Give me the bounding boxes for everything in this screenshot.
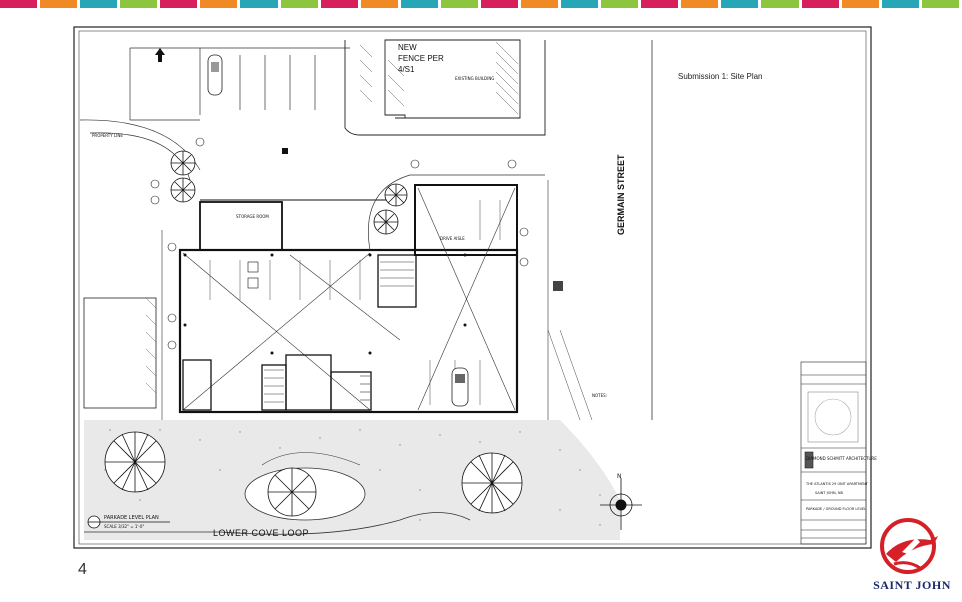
fire-hydrant xyxy=(282,148,288,154)
plan-title-text: PARKADE LEVEL PLAN xyxy=(104,515,159,521)
existing-building-north xyxy=(344,39,546,136)
stripe-segment xyxy=(841,0,879,8)
stripe-segment xyxy=(440,0,478,8)
stripe-segment xyxy=(601,0,639,8)
page-number: 4 xyxy=(78,561,87,578)
stripe-segment xyxy=(360,0,398,8)
parking-slab-diagonals xyxy=(182,187,516,411)
parked-car xyxy=(207,54,223,96)
stripe-segment xyxy=(761,0,799,8)
parkade-footprint xyxy=(178,184,519,414)
tree-north-2 xyxy=(170,177,196,203)
submission-label: Submission 1: Site Plan xyxy=(678,72,763,81)
stripe-segment xyxy=(40,0,78,8)
tree-north-4 xyxy=(373,209,399,235)
stripe-segment xyxy=(921,0,959,8)
stripe-segment xyxy=(400,0,438,8)
stripe-segment xyxy=(521,0,559,8)
stair-hatch xyxy=(264,261,414,403)
tree-center xyxy=(267,467,317,517)
notes-heading: NOTES: xyxy=(592,393,607,398)
stipple-dots xyxy=(104,429,601,531)
stripe-segment xyxy=(641,0,679,8)
utility-pole-box xyxy=(553,281,563,291)
stripe-segment xyxy=(480,0,519,8)
tree-north-1 xyxy=(170,150,196,176)
interior-rooms xyxy=(182,254,417,411)
stripe-segment xyxy=(721,0,759,8)
stripe-segment xyxy=(120,0,158,8)
parking-stall-lines xyxy=(209,200,501,405)
titleblock-sheet: PARKADE / GROUND FLOOR LEVEL xyxy=(806,507,866,511)
north-parking-area xyxy=(79,47,350,181)
stripe-segment xyxy=(0,0,38,8)
stripe-segment xyxy=(801,0,839,8)
stripe-segment xyxy=(240,0,278,8)
drawing-inner-border xyxy=(78,30,867,545)
accessible-parking-icon xyxy=(247,261,259,289)
fence-note: NEW FENCE PER 4/S1 xyxy=(398,42,444,75)
drawing-border xyxy=(73,26,872,549)
tree-symbols xyxy=(104,150,523,517)
title-block xyxy=(800,361,867,545)
north-arrow-entry xyxy=(155,48,165,62)
column-grid xyxy=(183,253,467,355)
color-stripe-bar xyxy=(0,0,962,11)
stripe-segment xyxy=(200,0,238,8)
lower-cove-loop-curb xyxy=(84,512,471,535)
stripe-segment xyxy=(561,0,599,8)
titleblock-city: SAINT JOHN, NB xyxy=(815,491,843,495)
storage-room-label: STORAGE ROOM xyxy=(236,214,269,219)
fence-note-line-1: NEW xyxy=(398,43,417,52)
plan-title-marker xyxy=(87,515,170,529)
stripe-segment xyxy=(320,0,358,8)
tree-west xyxy=(104,431,166,493)
street-label: GERMAIN STREET xyxy=(616,154,626,235)
tree-north-3 xyxy=(384,183,408,207)
parked-car-south xyxy=(451,367,469,407)
titleblock-firm: DIAMOND SCHMITT ARCHITECTURE xyxy=(806,456,877,461)
stripe-segment xyxy=(80,0,118,8)
svg-text:N: N xyxy=(617,473,622,480)
stripe-segment xyxy=(881,0,919,8)
property-line-label: PROPERTY LINE xyxy=(92,133,123,138)
tree-east xyxy=(461,452,523,514)
existing-building-west xyxy=(83,297,157,409)
plan-scale-text: SCALE 3/32" = 1'-0" xyxy=(104,524,144,529)
fence-note-line-2: FENCE PER xyxy=(398,54,444,63)
saint-john-logo-icon xyxy=(880,518,938,574)
stripe-segment xyxy=(280,0,318,8)
fence-note-line-3: 4/S1 xyxy=(398,65,415,74)
hatch-existing xyxy=(359,41,519,115)
titleblock-project: THE ATLANTIS 29 UNIT APARTMENT xyxy=(805,482,869,486)
loop-label: LOWER COVE LOOP xyxy=(213,528,310,538)
stripe-segment xyxy=(681,0,719,8)
stripe-segment xyxy=(160,0,198,8)
existing-building-label: EXISTING BUILDING xyxy=(455,76,494,81)
logo-wordmark: SAINT JOHN xyxy=(873,578,951,592)
drive-aisle-label: DRIVE AISLE xyxy=(440,236,465,241)
north-compass: N xyxy=(600,473,642,530)
